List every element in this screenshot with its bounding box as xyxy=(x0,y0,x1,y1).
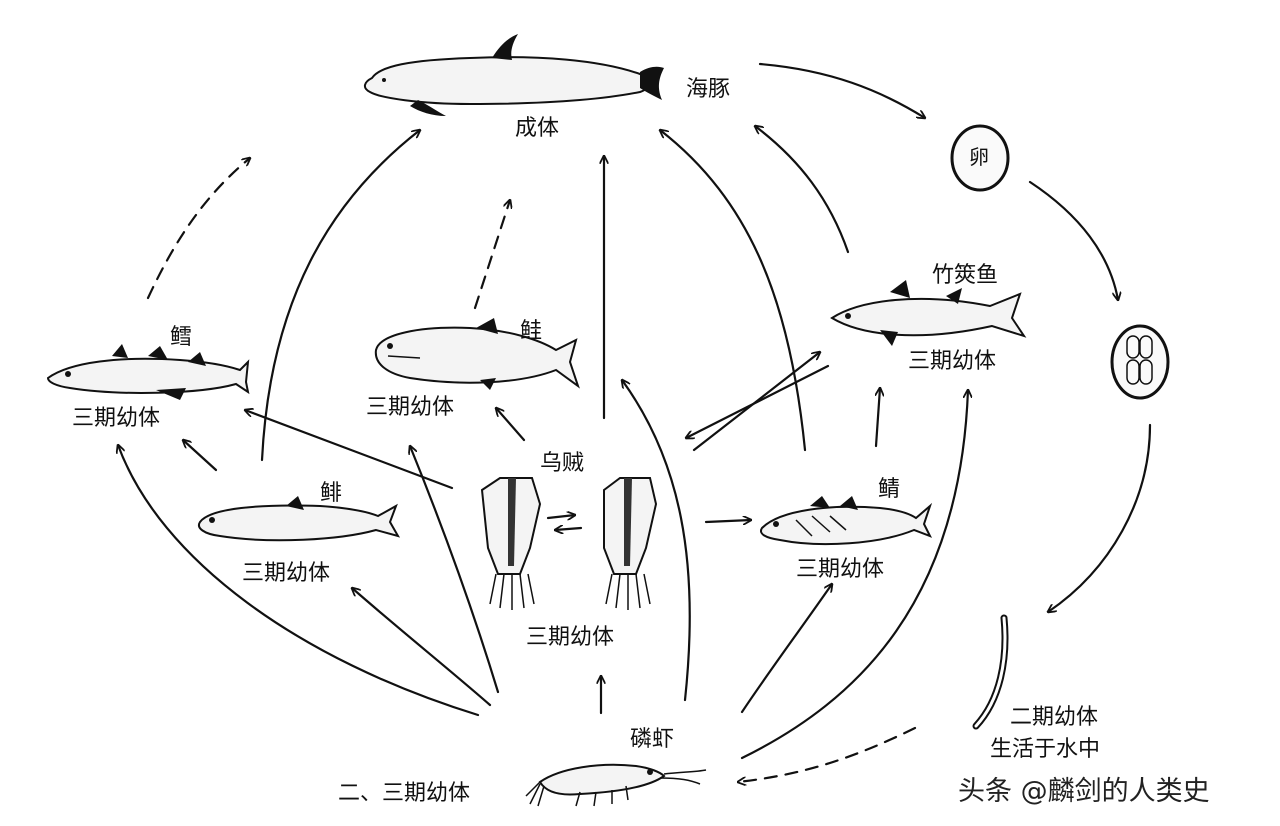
squid-right-drawing xyxy=(603,477,658,610)
krill-label: 磷虾 xyxy=(630,727,674,752)
anchovy-stage-label: 三期幼体 xyxy=(242,561,330,586)
arrow-scad-to-adult xyxy=(755,126,850,254)
cod-drawing xyxy=(46,344,250,400)
arrow-cod-to-adult-dashed xyxy=(146,158,250,300)
arrow-krill-to-cod xyxy=(118,445,480,717)
arrow-squid-swap-left xyxy=(555,528,583,530)
salmon-label: 鲑 xyxy=(520,319,542,344)
squid-label: 乌贼 xyxy=(540,451,584,476)
arrow-anchovy-to-cod xyxy=(183,440,218,472)
arrow-mackerel-to-scad xyxy=(874,388,880,448)
arrow-egg-to-cyst xyxy=(1028,180,1118,300)
cod-label: 鳕 xyxy=(170,325,192,350)
arrow-krill-to-anchovy xyxy=(352,588,492,707)
arrow-dolphin-to-egg xyxy=(758,62,925,118)
egg-drawing xyxy=(950,124,1010,192)
arrow-squid-swap-right xyxy=(546,515,575,518)
watermark-text: 头条 @麟剑的人类史 xyxy=(958,776,1210,807)
anchovy-drawing xyxy=(198,496,401,542)
krill-stage-label: 二、三期幼体 xyxy=(338,781,470,806)
arrow-mackerel-to-adult xyxy=(660,130,807,452)
larva2-label-line1: 二期幼体 xyxy=(1010,705,1098,730)
squid-left-drawing xyxy=(480,477,542,610)
arrow-krill-to-mackerel xyxy=(740,584,832,714)
arrow-scad-to-squid xyxy=(686,364,830,438)
mackerel-drawing xyxy=(760,496,933,546)
arrow-squid-to-cod xyxy=(245,410,454,490)
arrow-krill-to-adult xyxy=(622,380,691,702)
krill-drawing xyxy=(525,763,707,807)
cod-stage-label: 三期幼体 xyxy=(72,406,160,431)
larva2-label-line2: 生活于水中 xyxy=(990,737,1100,762)
salmon-stage-label: 三期幼体 xyxy=(366,395,454,420)
mackerel-stage-label: 三期幼体 xyxy=(796,557,884,582)
arrow-salmon-to-adult-dashed xyxy=(473,200,510,310)
egg-label: 卵 xyxy=(969,145,989,169)
adult-label: 成体 xyxy=(515,116,559,141)
anchovy-label: 鲱 xyxy=(320,481,342,506)
scad-stage-label: 三期幼体 xyxy=(908,349,996,374)
scad-label: 竹筴鱼 xyxy=(932,263,998,288)
scad-drawing xyxy=(830,280,1027,346)
dolphin-label: 海豚 xyxy=(686,77,730,102)
salmon-drawing xyxy=(374,318,580,390)
arrows xyxy=(118,62,1152,782)
dolphin-drawing xyxy=(364,34,664,116)
squid-stage-label: 三期幼体 xyxy=(526,625,614,650)
arrow-anchovy-to-adult xyxy=(260,130,420,462)
cyst-drawing xyxy=(1110,324,1170,400)
arrow-squid-to-salmon xyxy=(496,408,526,442)
arrow-krill-to-scad xyxy=(740,388,968,760)
stage2-larva-drawing xyxy=(972,614,1009,730)
mackerel-label: 鲭 xyxy=(878,477,900,502)
arrow-larva-to-krill xyxy=(738,726,917,782)
arrow-cyst-to-larva xyxy=(1048,423,1152,612)
arrow-squid-to-mackerel xyxy=(704,520,753,522)
arrow-krill-to-salmon xyxy=(410,446,500,694)
